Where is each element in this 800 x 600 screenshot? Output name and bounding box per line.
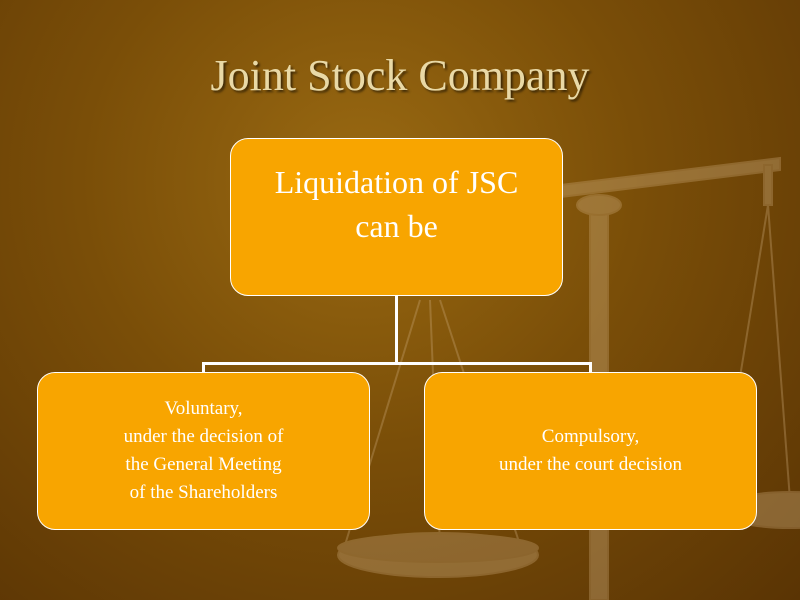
- connector-root: [395, 296, 398, 362]
- root-node: Liquidation of JSC can be: [230, 138, 563, 296]
- voluntary-node: Voluntary, under the decision of the Gen…: [37, 372, 370, 530]
- voluntary-line-3: the General Meeting: [125, 454, 282, 475]
- voluntary-node-text: Voluntary, under the decision of the Gen…: [124, 395, 284, 507]
- connector-right: [589, 362, 592, 372]
- voluntary-line-4: of the Shareholders: [129, 482, 278, 503]
- compulsory-line-1: Compulsory,: [541, 426, 640, 447]
- connector-left: [202, 362, 205, 372]
- compulsory-line-2: under the court decision: [498, 454, 683, 475]
- compulsory-node-text: Compulsory, under the court decision: [499, 423, 682, 479]
- slide-title: Joint Stock Company: [210, 51, 590, 100]
- voluntary-line-1: Voluntary,: [164, 398, 243, 419]
- root-line-2: can be: [355, 208, 438, 244]
- root-node-text: Liquidation of JSC can be: [275, 160, 519, 248]
- connector-bar: [202, 362, 592, 365]
- root-line-1: Liquidation of JSC: [274, 164, 519, 200]
- compulsory-node: Compulsory, under the court decision: [424, 372, 757, 530]
- voluntary-line-2: under the decision of: [123, 426, 284, 447]
